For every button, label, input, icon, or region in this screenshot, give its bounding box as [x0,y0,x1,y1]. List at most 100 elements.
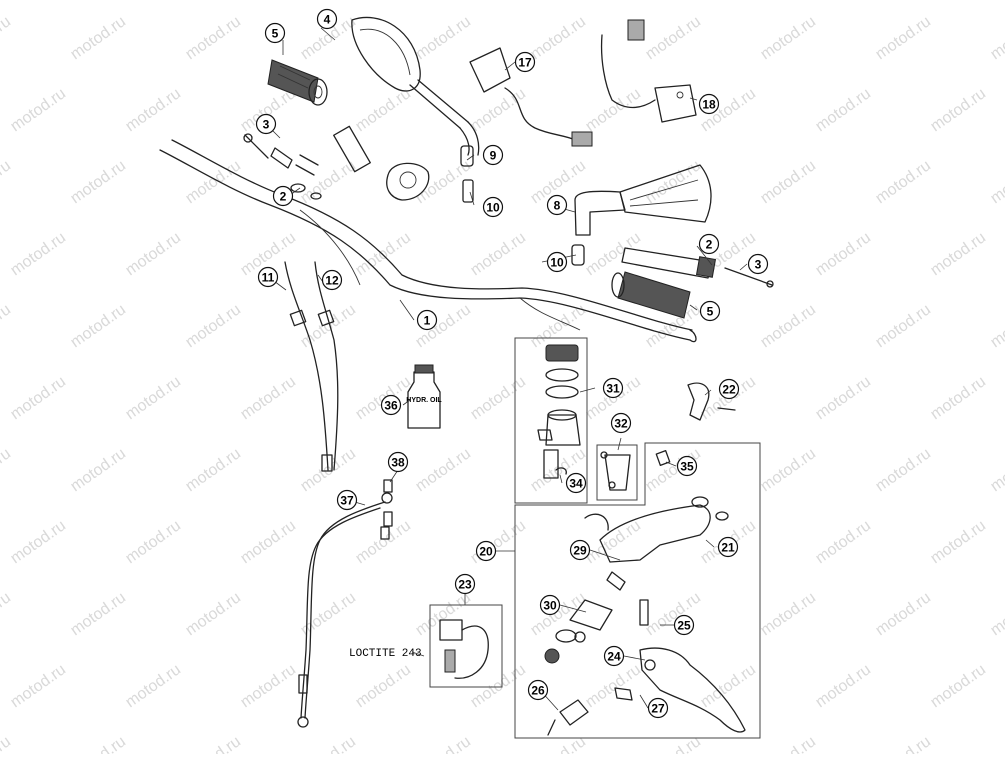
watermark-text: motod.ru [583,85,644,135]
callout-31: 31 [602,377,624,399]
bracket-frame [596,444,638,501]
callout-8: 8 [546,194,568,216]
watermark-text: motod.ru [583,229,644,279]
watermark-text: motod.ru [68,589,129,639]
watermark-text: motod.ru [298,301,359,351]
watermark-text: motod.ru [0,13,14,63]
watermark-text: motod.ru [988,157,1005,207]
callout-18: 18 [698,93,720,115]
callout-26: 26 [527,679,549,701]
callout-label: 11 [262,271,275,285]
callout-label: 35 [680,460,694,474]
brake-reservoir [537,344,581,479]
callout-label: 32 [614,417,628,431]
watermark-text: motod.ru [528,13,589,63]
callout-label: 2 [280,190,287,204]
watermark-text: motod.ru [988,589,1005,639]
right-grip-parts [571,244,774,319]
callout-label: 30 [543,599,557,613]
watermark-text: motod.ru [468,661,529,711]
hydraulic-oil-bottle: HYDR. OIL [406,364,442,429]
watermark-text: motod.ru [298,157,359,207]
callout-29: 29 [569,539,591,561]
callout-17: 17 [514,51,536,73]
watermark-text: motod.ru [528,733,589,754]
callout-label: 23 [458,578,472,592]
watermark-text: motod.ru [183,589,244,639]
brake-lever [614,647,746,733]
callout-10: 10 [482,196,504,218]
watermark-text: motod.ru [0,733,14,754]
watermark-text: motod.ru [873,301,934,351]
left-throttle-parts [243,125,474,203]
reservoir-frame [514,337,588,504]
left-switch [469,47,593,147]
master-cylinder-frame [514,442,761,739]
watermark-text: motod.ru [758,13,819,63]
watermark-text: motod.ru [758,301,819,351]
watermark-text: motod.ru [68,301,129,351]
callout-35: 35 [676,455,698,477]
watermark-text: motod.ru [643,157,704,207]
watermark-text: motod.ru [123,85,184,135]
watermark-text: motod.ru [758,157,819,207]
watermark-text: motod.ru [988,445,1005,495]
watermark-text: motod.ru [758,733,819,754]
callout-label: 2 [706,238,713,252]
handlebar [159,139,697,343]
callout-4: 4 [316,8,338,30]
watermark-text: motod.ru [758,445,819,495]
callout-5: 5 [699,300,721,322]
watermark-text: motod.ru [988,733,1005,754]
watermark-text: motod.ru [813,661,874,711]
pushrod [547,699,589,736]
watermark-text: motod.ru [8,373,69,423]
callout-3: 3 [255,113,277,135]
callout-label: 22 [722,383,736,397]
watermark-text: motod.ru [0,301,14,351]
watermark-text: motod.ru [183,157,244,207]
watermark-text: motod.ru [183,301,244,351]
callout-label: 21 [721,541,735,555]
watermark-text: motod.ru [468,229,529,279]
bottle-label: HYDR. OIL [406,397,442,404]
watermark-text: motod.ru [988,301,1005,351]
callout-label: 25 [677,619,691,633]
callout-21: 21 [717,536,739,558]
watermark-text: motod.ru [238,373,299,423]
watermark-text: motod.ru [988,13,1005,63]
watermark-text: motod.ru [413,733,474,754]
watermark-text: motod.ru [8,85,69,135]
left-mirror [351,16,480,156]
clamp [655,382,736,466]
callout-36: 36 [380,394,402,416]
watermark-text: motod.ru [8,229,69,279]
throttle-cables [284,261,339,472]
watermark-text: motod.ru [238,517,299,567]
callout-12: 12 [321,269,343,291]
watermark-text: motod.ru [8,661,69,711]
watermark-text: motod.ru [0,445,14,495]
watermark-text: motod.ru [928,661,989,711]
callout-2: 2 [272,185,294,207]
watermark-text: motod.ru [468,373,529,423]
watermark-text: motod.ru [413,445,474,495]
switch-frame [429,604,503,688]
watermark-text: motod.ru [353,661,414,711]
callout-label: 9 [490,149,497,163]
callout-label: 5 [272,27,279,41]
watermark-text: motod.ru [123,661,184,711]
callout-label: 10 [486,201,500,215]
loctite-note: LOCTITE 243 [349,648,422,660]
watermark-text: motod.ru [183,13,244,63]
callout-5: 5 [264,22,286,44]
watermark-text: motod.ru [123,517,184,567]
callout-2: 2 [698,233,720,255]
watermark-text: motod.ru [8,517,69,567]
watermark-text: motod.ru [643,589,704,639]
watermark-text: motod.ru [873,157,934,207]
callout-label: 18 [702,98,716,112]
callout-label: 3 [755,258,762,272]
